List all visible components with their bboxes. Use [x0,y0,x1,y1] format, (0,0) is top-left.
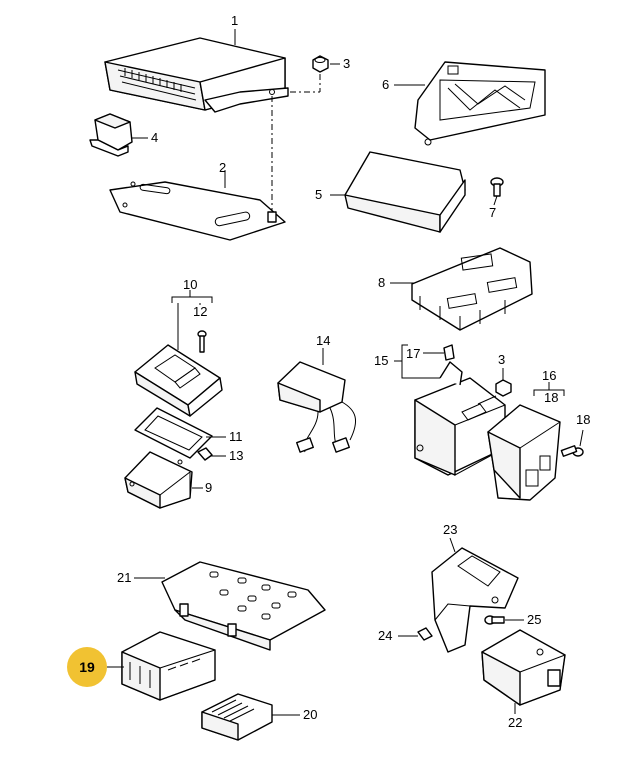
callout-3-top[interactable]: 3 [343,56,350,71]
callout-18[interactable]: 18 [576,412,590,427]
callout-19-highlight[interactable] [67,647,107,687]
callout-8[interactable]: 8 [378,275,385,290]
part-6-bracket-frame[interactable] [414,61,546,146]
callout-9[interactable]: 9 [205,480,212,495]
callout-17[interactable]: 17 [406,346,420,361]
callout-16[interactable]: 16 [542,368,556,383]
callout-1[interactable]: 1 [231,13,238,28]
part-23-mounting-bracket[interactable] [431,547,519,653]
part-5-module-box[interactable] [344,151,466,233]
part-2-mounting-plate[interactable] [109,181,286,241]
part-10-cover[interactable] [134,344,223,417]
part-20-connector-module[interactable] [201,693,273,741]
part-22-sensor-module[interactable] [481,629,566,706]
callout-14[interactable]: 14 [316,333,330,348]
part-14-wiring-module[interactable] [277,361,357,453]
callout-25[interactable]: 25 [527,612,541,627]
callout-12[interactable]: 12 [193,304,207,319]
callout-15[interactable]: 15 [374,353,388,368]
callout-21[interactable]: 21 [117,570,131,585]
part-24-clip[interactable] [417,627,433,641]
callout-19[interactable]: 19 [79,659,95,675]
callout-22[interactable]: 22 [508,715,522,730]
part-12-screw[interactable] [197,330,207,353]
callout-6[interactable]: 6 [382,77,389,92]
part-17-clip[interactable] [443,344,455,361]
callout-24[interactable]: 24 [378,628,392,643]
callout-5[interactable]: 5 [315,187,322,202]
callout-4[interactable]: 4 [151,130,158,145]
part-3-nut-middle[interactable] [495,379,512,397]
part-11-gasket[interactable] [134,407,213,459]
part-19-control-box[interactable] [121,631,216,701]
callout-11[interactable]: 11 [229,429,243,444]
callout-7[interactable]: 7 [489,205,496,220]
callout-18-group[interactable]: 18 [544,390,558,405]
part-7-screw[interactable] [490,177,504,197]
part-18-screw[interactable] [560,445,584,457]
callout-20[interactable]: 20 [303,707,317,722]
callout-23[interactable]: 23 [443,522,457,537]
part-4-bracket[interactable] [89,113,133,157]
part-9-base-housing[interactable] [124,451,193,509]
part-3-nut[interactable] [312,55,329,73]
part-25-screw[interactable] [484,615,505,625]
part-16-cover-bracket[interactable] [487,404,561,501]
part-1-control-unit[interactable] [104,37,289,113]
callout-13[interactable]: 13 [229,448,243,463]
part-13-clip[interactable] [197,447,213,461]
part-21-cover-plate[interactable] [161,561,326,651]
callout-10[interactable]: 10 [183,277,197,292]
callout-3-middle[interactable]: 3 [498,352,505,367]
part-8-carrier-bracket[interactable] [411,247,533,331]
callout-2[interactable]: 2 [219,160,226,175]
